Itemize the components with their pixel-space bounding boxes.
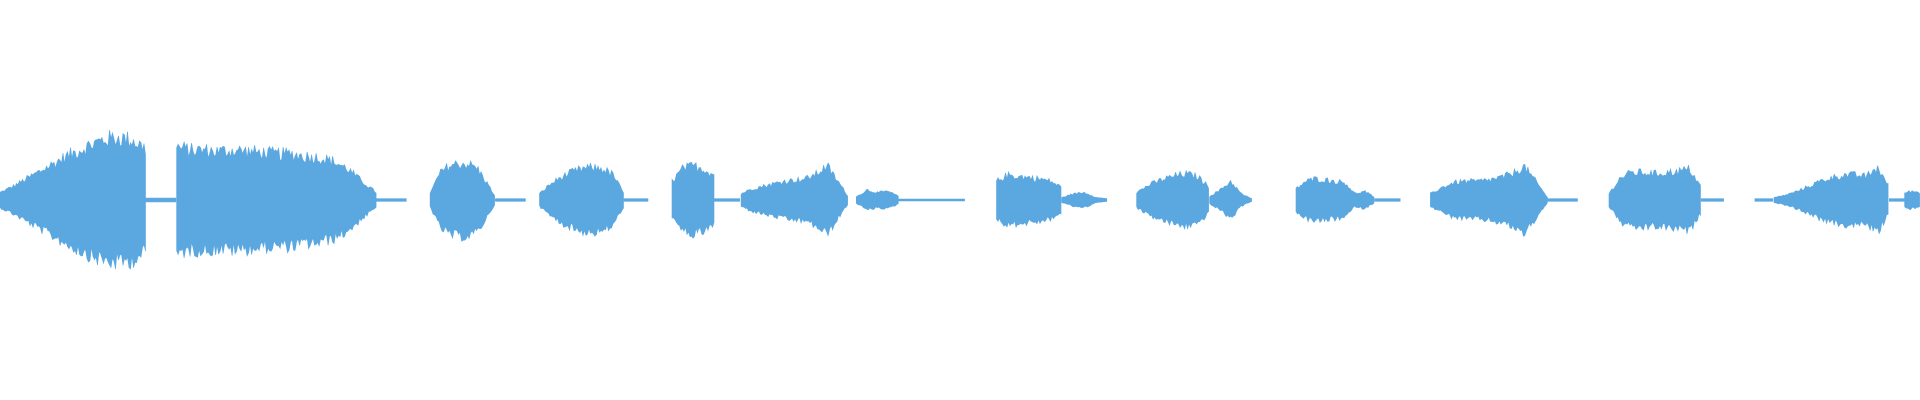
waveform-segment <box>429 159 495 242</box>
waveform-segment <box>1547 198 1578 202</box>
waveform-segment <box>1700 198 1724 202</box>
waveform-segment <box>740 162 848 237</box>
waveform-segment <box>176 140 377 259</box>
waveform-segment <box>1904 190 1920 211</box>
waveform-segment <box>1295 176 1375 223</box>
waveform-segment <box>1430 164 1548 237</box>
waveform-segment <box>0 129 146 270</box>
waveform-segment <box>856 188 899 211</box>
waveform-segment <box>1889 198 1905 202</box>
waveform-segment <box>1061 191 1108 209</box>
waveform-segment <box>1754 198 1774 202</box>
waveform-segment <box>713 198 740 202</box>
waveform-segment <box>1374 198 1401 202</box>
waveform-segment <box>1136 169 1209 230</box>
waveform-segment <box>376 198 407 202</box>
waveform-segment <box>671 162 715 239</box>
waveform-segment <box>1773 165 1889 235</box>
waveform-layer <box>0 129 1920 270</box>
waveform-segment <box>1209 179 1252 218</box>
waveform-segment <box>1608 164 1701 235</box>
waveform-segment <box>898 198 965 202</box>
waveform-segment <box>996 170 1062 229</box>
waveform-segment <box>495 198 526 202</box>
waveform-segment <box>539 162 624 237</box>
waveform-segment <box>145 197 177 203</box>
waveform-segment <box>623 198 649 202</box>
